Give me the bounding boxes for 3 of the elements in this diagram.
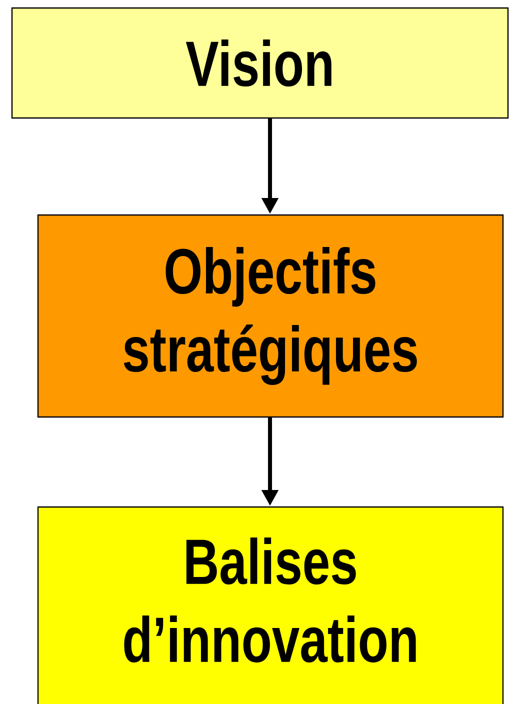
process-box: Objectifs stratégiques	[37, 214, 504, 418]
process-box: Balises d’innovation	[37, 506, 504, 704]
process-box: Vision	[11, 7, 509, 119]
